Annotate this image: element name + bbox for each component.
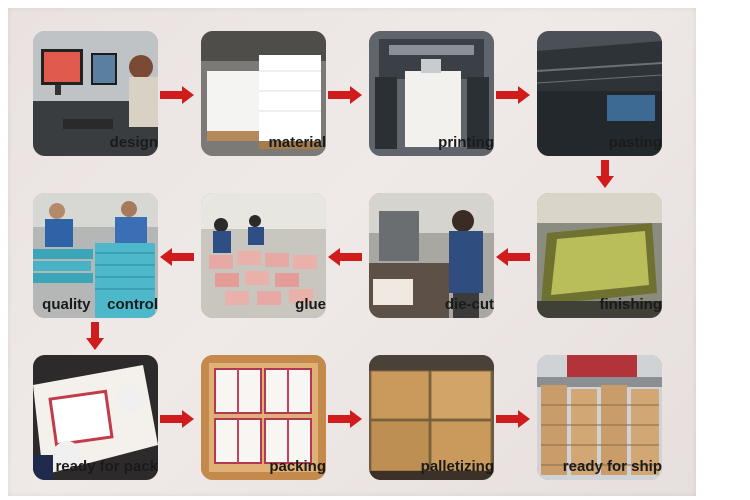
step-label: palletizing: [420, 458, 494, 475]
step-pasting: pasting: [522, 8, 662, 158]
arrow-right-icon: [328, 86, 362, 104]
arrow-left-icon: [160, 248, 194, 266]
arrow-right-icon: [328, 410, 362, 428]
arrow-right-icon: [160, 86, 194, 104]
step-label: packing: [269, 458, 326, 475]
step-label: material: [268, 134, 326, 151]
step-ready-for-pack: ready for pack: [18, 332, 158, 482]
step-design: design: [18, 8, 158, 158]
process-flow-diagram: design material: [8, 8, 696, 496]
step-label: design: [109, 134, 158, 151]
arrow-right-icon: [496, 410, 530, 428]
design-photo: [33, 31, 158, 156]
ready-for-pack-photo: [33, 355, 158, 480]
step-label: printing: [438, 134, 494, 151]
step-glue: glue: [186, 170, 326, 320]
step-quality-control: quality control: [18, 170, 158, 320]
ready-for-ship-photo: [537, 355, 662, 480]
quality-control-photo: [33, 193, 158, 318]
material-photo: [201, 31, 326, 156]
arrow-down-icon: [596, 160, 614, 188]
step-label: quality control: [42, 296, 158, 313]
arrow-down-icon: [86, 322, 104, 350]
step-label: die-cut: [444, 296, 494, 313]
arrow-left-icon: [328, 248, 362, 266]
palletizing-photo: [369, 355, 494, 480]
printing-photo: [369, 31, 494, 156]
arrow-right-icon: [160, 410, 194, 428]
step-printing: printing: [354, 8, 494, 158]
arrow-right-icon: [496, 86, 530, 104]
die-cut-photo: [369, 193, 494, 318]
pasting-photo: [537, 31, 662, 156]
glue-photo: [201, 193, 326, 318]
step-ready-for-ship: ready for ship: [522, 332, 662, 482]
step-die-cut: die-cut: [354, 170, 494, 320]
step-label: pasting: [608, 134, 662, 151]
step-palletizing: palletizing: [354, 332, 494, 482]
arrow-left-icon: [496, 248, 530, 266]
step-label: ready for ship: [562, 458, 662, 475]
step-packing: packing: [186, 332, 326, 482]
step-label: glue: [295, 296, 326, 313]
step-finishing: finishing: [522, 170, 662, 320]
step-label: ready for pack: [55, 458, 158, 475]
step-label: finishing: [599, 296, 663, 313]
step-material: material: [186, 8, 326, 158]
packing-photo: [201, 355, 326, 480]
finishing-photo: [537, 193, 662, 318]
